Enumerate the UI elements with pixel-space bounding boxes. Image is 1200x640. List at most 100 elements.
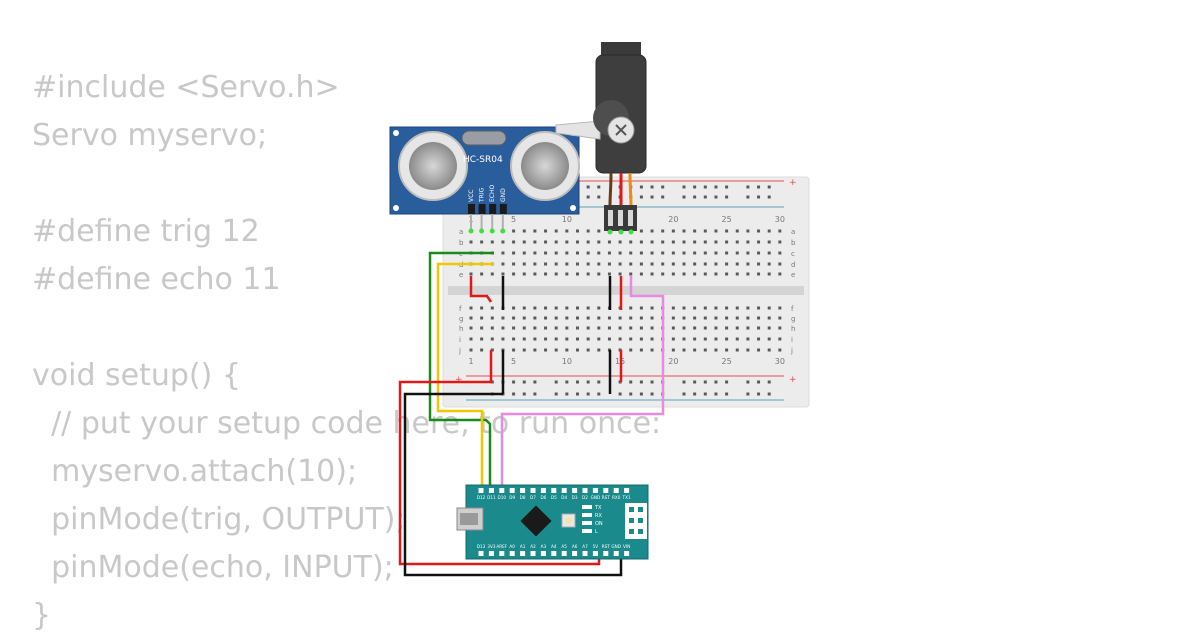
breadboard-hole[interactable] bbox=[501, 262, 505, 266]
rail-hole[interactable] bbox=[586, 380, 590, 384]
breadboard-hole[interactable] bbox=[607, 316, 611, 320]
breadboard-hole[interactable] bbox=[735, 262, 739, 266]
breadboard-hole[interactable] bbox=[714, 272, 718, 276]
breadboard-hole[interactable] bbox=[554, 251, 558, 255]
rail-hole[interactable] bbox=[533, 380, 537, 384]
breadboard-hole[interactable] bbox=[703, 240, 707, 244]
breadboard-hole[interactable] bbox=[639, 326, 643, 330]
rail-hole[interactable] bbox=[682, 195, 686, 199]
breadboard-hole[interactable] bbox=[565, 337, 569, 341]
breadboard-hole[interactable] bbox=[746, 229, 750, 233]
breadboard-hole[interactable] bbox=[671, 229, 675, 233]
rail-hole[interactable] bbox=[565, 380, 569, 384]
breadboard-hole[interactable] bbox=[501, 251, 505, 255]
breadboard-hole[interactable] bbox=[778, 348, 782, 352]
rail-hole[interactable] bbox=[682, 380, 686, 384]
rail-hole[interactable] bbox=[490, 380, 494, 384]
arduino-pin[interactable] bbox=[551, 488, 557, 493]
breadboard-hole[interactable] bbox=[586, 272, 590, 276]
breadboard-hole[interactable] bbox=[480, 272, 484, 276]
breadboard-hole[interactable] bbox=[703, 326, 707, 330]
breadboard-hole[interactable] bbox=[661, 240, 665, 244]
breadboard-hole[interactable] bbox=[565, 316, 569, 320]
breadboard-hole[interactable] bbox=[650, 326, 654, 330]
breadboard-hole[interactable] bbox=[650, 229, 654, 233]
breadboard-hole[interactable] bbox=[703, 272, 707, 276]
breadboard-hole[interactable] bbox=[586, 326, 590, 330]
breadboard-hole[interactable] bbox=[725, 337, 729, 341]
breadboard-hole[interactable] bbox=[618, 272, 622, 276]
breadboard-hole[interactable] bbox=[544, 326, 548, 330]
breadboard-hole[interactable] bbox=[469, 316, 473, 320]
breadboard-hole[interactable] bbox=[607, 326, 611, 330]
breadboard-hole[interactable] bbox=[767, 262, 771, 266]
breadboard-hole[interactable] bbox=[480, 337, 484, 341]
breadboard-hole[interactable] bbox=[682, 316, 686, 320]
breadboard-hole[interactable] bbox=[693, 240, 697, 244]
breadboard-hole[interactable] bbox=[661, 348, 665, 352]
breadboard-hole[interactable] bbox=[693, 262, 697, 266]
breadboard-hole[interactable] bbox=[650, 316, 654, 320]
rail-hole[interactable] bbox=[693, 195, 697, 199]
breadboard-hole[interactable] bbox=[778, 306, 782, 310]
breadboard-hole[interactable] bbox=[554, 272, 558, 276]
breadboard-hole[interactable] bbox=[586, 229, 590, 233]
breadboard-hole[interactable] bbox=[554, 229, 558, 233]
breadboard-hole[interactable] bbox=[501, 240, 505, 244]
arduino-pin[interactable] bbox=[551, 551, 557, 556]
breadboard-hole[interactable] bbox=[671, 262, 675, 266]
breadboard-hole[interactable] bbox=[618, 326, 622, 330]
breadboard-hole[interactable] bbox=[682, 262, 686, 266]
rail-hole[interactable] bbox=[597, 185, 601, 189]
breadboard-hole[interactable] bbox=[725, 326, 729, 330]
breadboard-hole[interactable] bbox=[714, 251, 718, 255]
breadboard-hole[interactable] bbox=[597, 251, 601, 255]
rail-hole[interactable] bbox=[639, 185, 643, 189]
breadboard-hole[interactable] bbox=[554, 348, 558, 352]
breadboard-hole[interactable] bbox=[490, 337, 494, 341]
breadboard-hole[interactable] bbox=[576, 262, 579, 266]
breadboard-hole[interactable] bbox=[522, 262, 526, 266]
breadboard-hole[interactable] bbox=[746, 326, 750, 330]
breadboard-hole[interactable] bbox=[501, 316, 505, 320]
breadboard-hole[interactable] bbox=[661, 251, 665, 255]
breadboard-hole[interactable] bbox=[778, 316, 782, 320]
rail-hole[interactable] bbox=[725, 185, 729, 189]
arduino-pin[interactable] bbox=[592, 551, 598, 556]
rail-hole[interactable] bbox=[629, 392, 633, 396]
arduino-pin[interactable] bbox=[488, 488, 494, 493]
breadboard-hole[interactable] bbox=[480, 306, 484, 310]
rail-hole[interactable] bbox=[522, 392, 526, 396]
breadboard-hole[interactable] bbox=[512, 337, 516, 341]
breadboard-hole[interactable] bbox=[735, 306, 739, 310]
breadboard-hole[interactable] bbox=[682, 272, 686, 276]
breadboard-hole[interactable] bbox=[767, 316, 771, 320]
breadboard-hole[interactable] bbox=[661, 229, 665, 233]
breadboard-hole[interactable] bbox=[490, 262, 494, 266]
breadboard-hole[interactable] bbox=[597, 262, 601, 266]
rail-hole[interactable] bbox=[703, 392, 707, 396]
breadboard-hole[interactable] bbox=[639, 229, 643, 233]
rail-hole[interactable] bbox=[597, 380, 601, 384]
breadboard-hole[interactable] bbox=[512, 326, 516, 330]
rail-hole[interactable] bbox=[714, 185, 718, 189]
breadboard-hole[interactable] bbox=[544, 272, 548, 276]
breadboard-hole[interactable] bbox=[767, 326, 771, 330]
breadboard-hole[interactable] bbox=[746, 306, 750, 310]
breadboard-hole[interactable] bbox=[469, 348, 473, 352]
breadboard-hole[interactable] bbox=[522, 337, 526, 341]
arduino-pin[interactable] bbox=[478, 551, 484, 556]
breadboard-hole[interactable] bbox=[576, 348, 579, 352]
breadboard-hole[interactable] bbox=[586, 262, 590, 266]
breadboard-hole[interactable] bbox=[629, 251, 633, 255]
breadboard-hole[interactable] bbox=[533, 337, 537, 341]
arduino-pin[interactable] bbox=[530, 551, 536, 556]
rail-hole[interactable] bbox=[746, 380, 750, 384]
breadboard-hole[interactable] bbox=[629, 348, 633, 352]
breadboard-hole[interactable] bbox=[469, 240, 473, 244]
breadboard-hole[interactable] bbox=[703, 348, 707, 352]
breadboard-hole[interactable] bbox=[607, 240, 611, 244]
breadboard-hole[interactable] bbox=[586, 240, 590, 244]
breadboard-hole[interactable] bbox=[725, 272, 729, 276]
